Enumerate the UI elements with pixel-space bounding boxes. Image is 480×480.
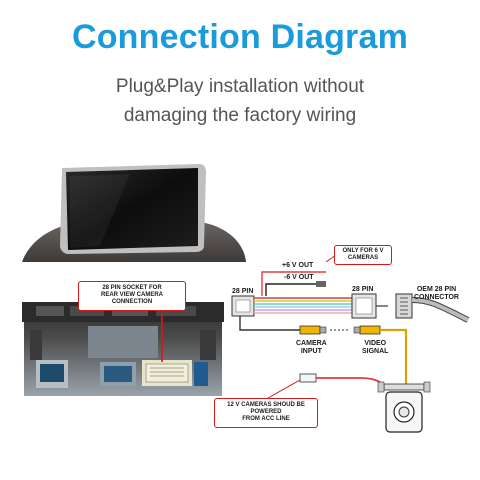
label-camera-input: CAMERA INPUT — [296, 340, 327, 356]
callout-power-acc-line-3: FROM ACC LINE — [218, 416, 314, 423]
label-video-signal-line-2: SIGNAL — [362, 348, 388, 356]
callout-pin-socket: 28 PIN SOCKET FOR REAR VIEW CAMERA CONNE… — [78, 281, 186, 311]
label-video-signal: VIDEO SIGNAL — [362, 340, 388, 356]
label-minus-6v-out: -6 V OUT — [284, 274, 314, 282]
head-unit — [22, 302, 224, 396]
label-oem-line-2: CONNECTOR — [414, 294, 459, 302]
label-28-pin-left: 28 PIN — [232, 288, 253, 296]
label-oem-line-1: OEM 28 PIN — [414, 286, 459, 294]
callout-only-6v-line-2: CAMERAS — [338, 255, 388, 262]
callout-pin-socket-line-1: 28 PIN SOCKET FOR — [82, 285, 182, 292]
label-video-signal-line-1: VIDEO — [362, 340, 388, 348]
label-plus-6v-out: +6 V OUT — [282, 262, 313, 270]
rear-camera — [378, 382, 430, 432]
callout-power-acc-line-1: 12 V CAMERAS SHOUD BE — [218, 402, 314, 409]
label-camera-input-line-2: INPUT — [296, 348, 327, 356]
callout-only-6v: ONLY FOR 6 V CAMERAS — [334, 245, 392, 265]
label-28-pin-right: 28 PIN — [352, 286, 373, 294]
label-camera-input-line-1: CAMERA — [296, 340, 327, 348]
callout-only-6v-line-1: ONLY FOR 6 V — [338, 248, 388, 255]
callout-pin-socket-line-2: REAR VIEW CAMERA — [82, 292, 182, 299]
callout-power-acc: 12 V CAMERAS SHOUD BE POWERED FROM ACC L… — [214, 398, 318, 428]
power-line — [268, 374, 386, 398]
callout-pin-socket-line-3: CONNECTION — [82, 299, 182, 306]
callout-power-acc-line-2: POWERED — [218, 409, 314, 416]
label-oem-connector: OEM 28 PIN CONNECTOR — [414, 286, 459, 302]
car-display — [22, 164, 246, 262]
